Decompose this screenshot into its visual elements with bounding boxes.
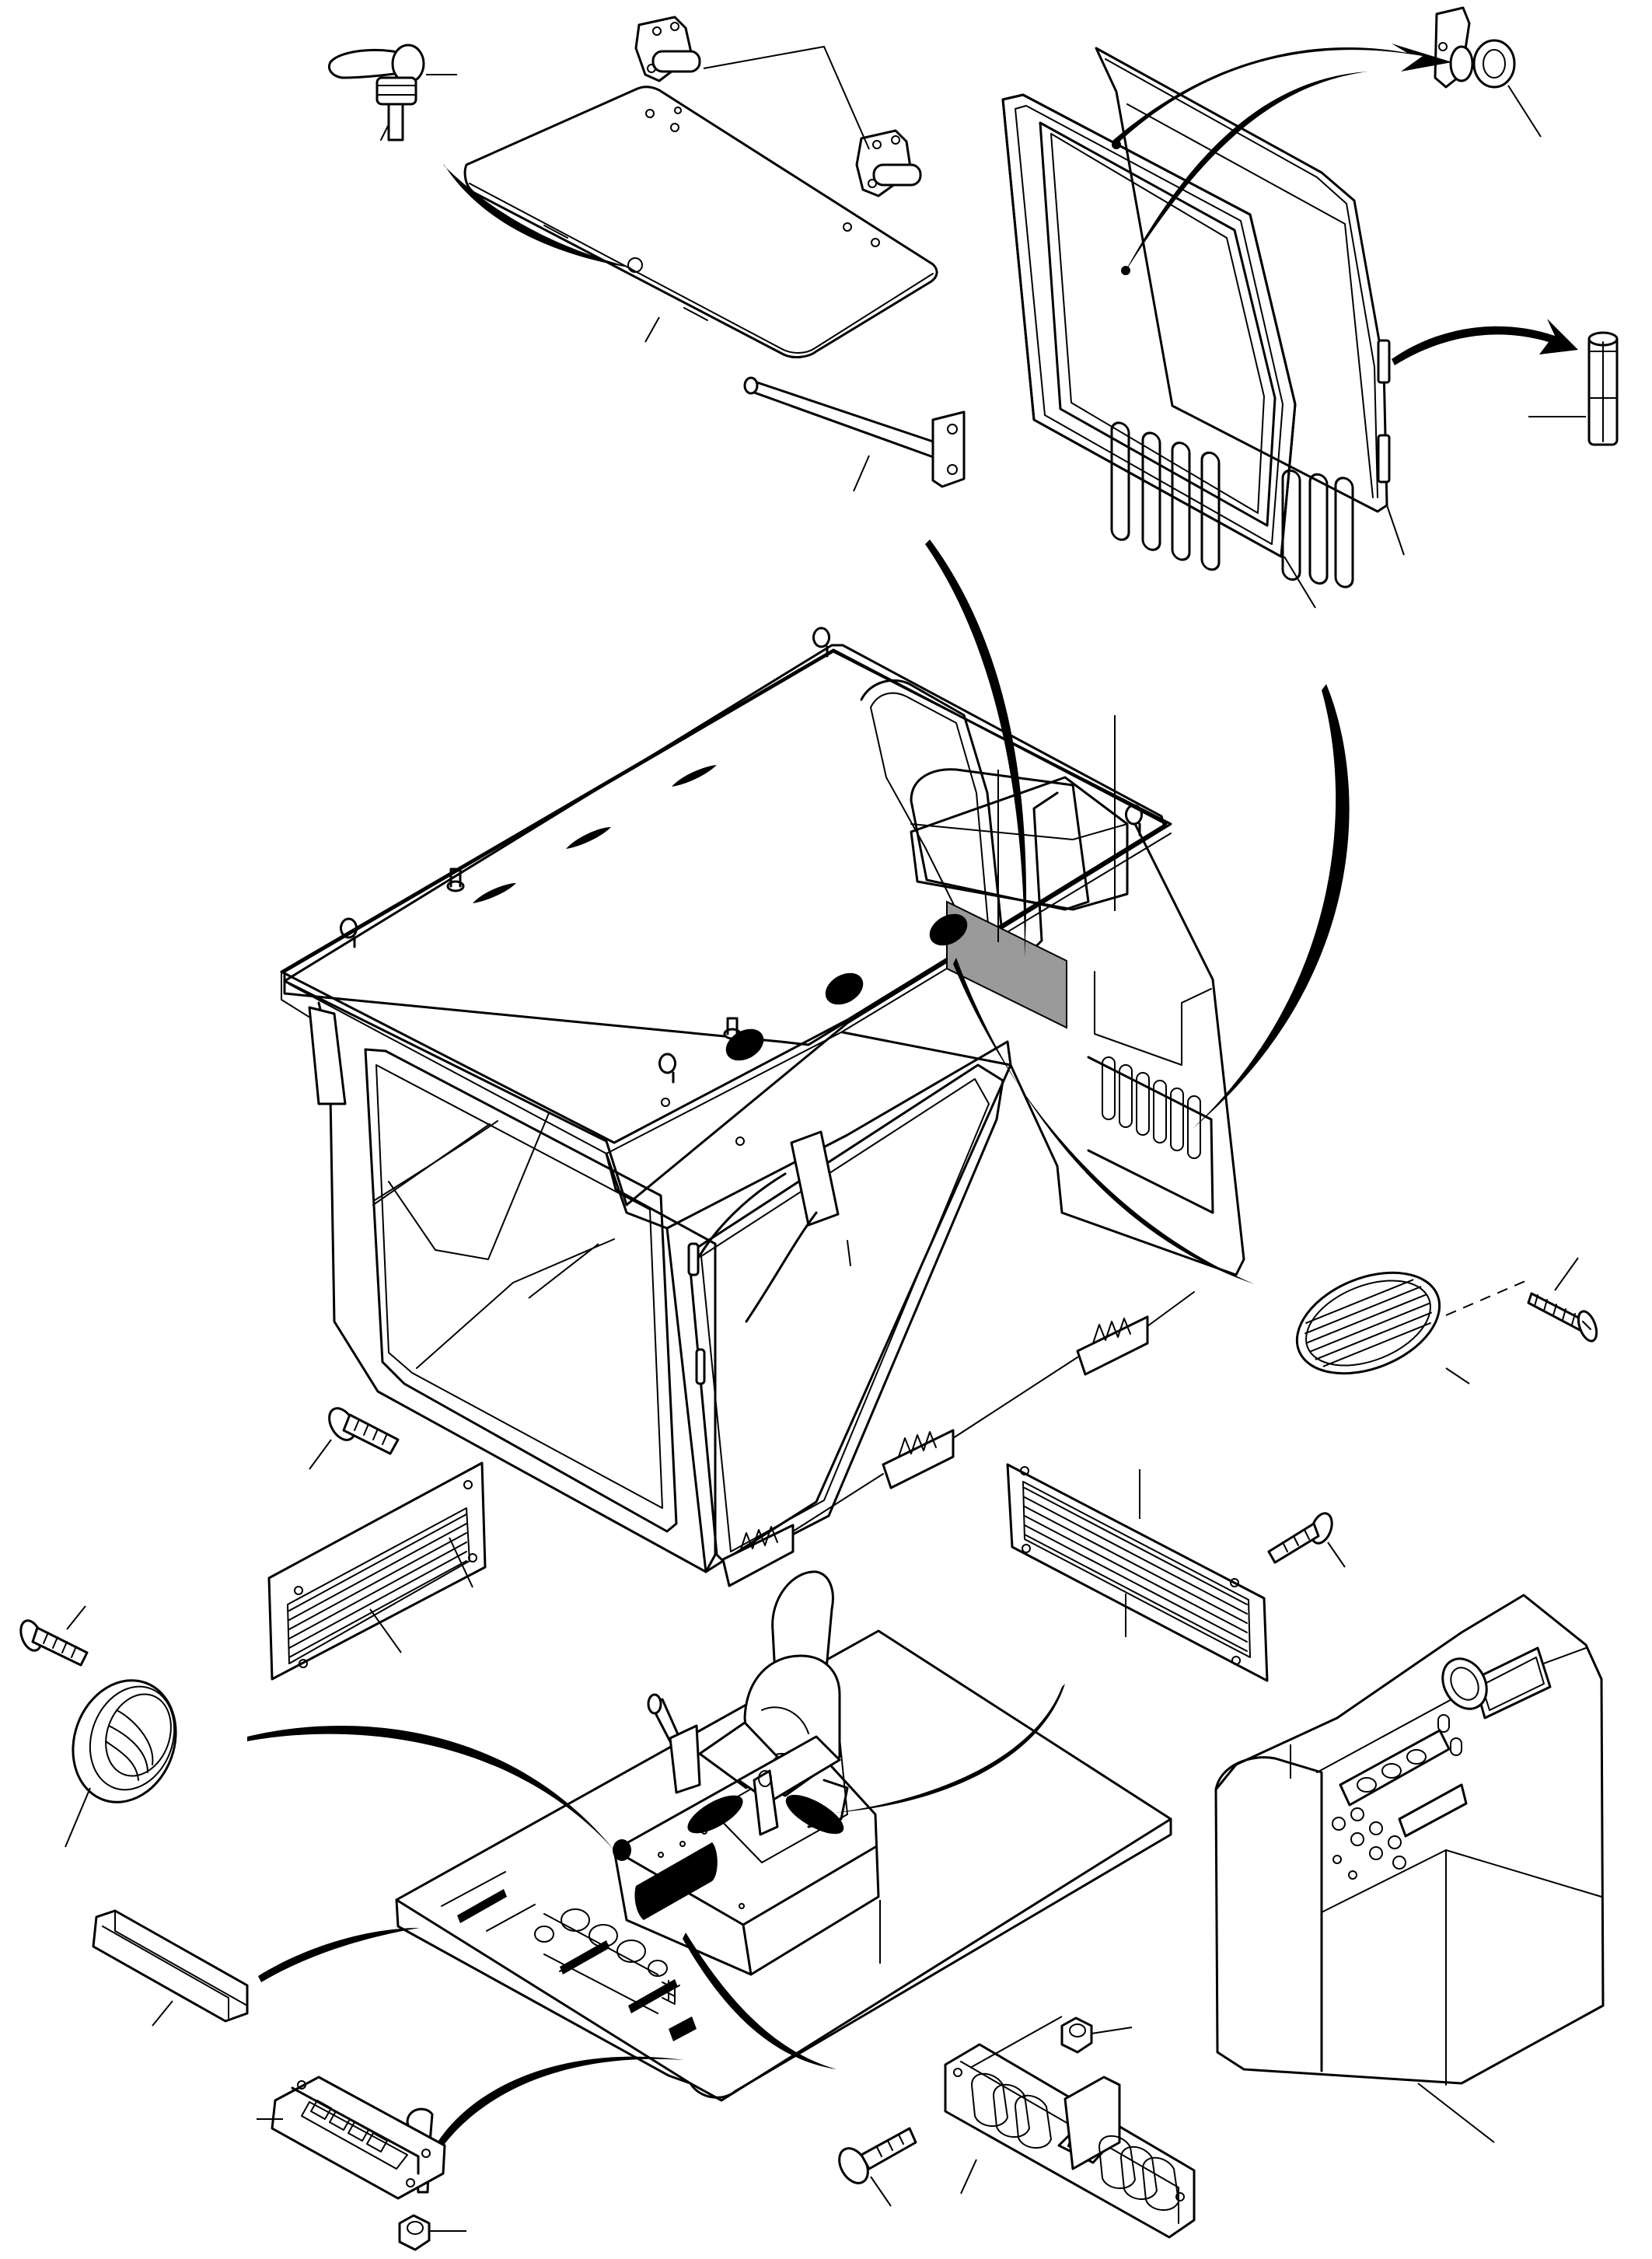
leader-line xyxy=(309,1439,332,1470)
leader-line xyxy=(1417,2083,1495,2143)
control-console xyxy=(1214,1594,1605,2143)
left-louver-panel xyxy=(267,1461,487,1681)
bolt xyxy=(1267,1512,1346,1568)
plate-switch-cluster-right xyxy=(1098,2135,1179,2212)
leader-line xyxy=(853,455,870,492)
rear-vent-slots xyxy=(1102,1056,1201,1159)
armrest-pad xyxy=(687,1795,743,1834)
side-mirror xyxy=(790,1130,840,1227)
leader-line xyxy=(66,1605,86,1630)
leader-line xyxy=(1554,1257,1579,1291)
seal-frame-slots xyxy=(1110,421,1221,571)
filter-panel xyxy=(946,900,1067,1029)
leader-line xyxy=(969,2016,1063,2069)
hinge-pin-arrow xyxy=(1392,319,1578,365)
leader-line xyxy=(644,316,660,343)
leader-line xyxy=(1386,505,1405,556)
leader-line xyxy=(369,1608,402,1653)
hinge-pin xyxy=(1528,331,1619,446)
leader-line xyxy=(1284,556,1316,609)
right-louver-panel xyxy=(1006,1463,1269,1682)
switch-to-floor-arrow xyxy=(435,2056,684,2150)
roof-latch xyxy=(328,44,457,141)
leader-line xyxy=(870,2176,892,2207)
oval-vent-grille xyxy=(1295,1271,1526,1384)
bolt xyxy=(838,2127,917,2207)
console-label-panel xyxy=(1398,1783,1468,1838)
nuts xyxy=(398,2016,1133,2251)
switch-panel xyxy=(257,2076,446,2200)
nut xyxy=(398,2214,466,2251)
grille-screw xyxy=(1527,1257,1598,1342)
door-vent-slots xyxy=(1281,469,1354,588)
roof-hatch-panel xyxy=(463,86,938,358)
cab-shell xyxy=(280,627,1245,1587)
grab-handle xyxy=(825,972,864,1005)
nut xyxy=(1060,2016,1133,2054)
armrest-pad xyxy=(785,1794,844,1835)
roof-hinges xyxy=(634,16,922,197)
leader-line xyxy=(65,1787,91,1848)
plate-switch-cluster-left xyxy=(971,2072,1052,2149)
trim-strip xyxy=(92,1909,249,2027)
rocker-switches xyxy=(310,2100,388,2153)
operator-seat xyxy=(647,1570,849,1836)
bolt xyxy=(19,1605,89,1667)
leader-line xyxy=(960,2159,977,2194)
grab-handle xyxy=(725,1028,764,1061)
door-latch-arrow xyxy=(1112,44,1452,145)
mount-bracket xyxy=(721,1524,795,1587)
leader-line xyxy=(1507,85,1542,138)
console-to-seat-arrow xyxy=(835,1684,1065,1813)
console-switch-row xyxy=(1339,1729,1451,1807)
leader-line xyxy=(1445,1367,1470,1384)
bolt xyxy=(309,1407,400,1470)
grab-handle xyxy=(929,913,968,946)
door-latch xyxy=(1434,6,1542,138)
round-air-vent xyxy=(65,1679,177,1848)
vent-to-floor-arrow xyxy=(247,1725,614,1850)
leader-line xyxy=(1327,1541,1346,1568)
seal-frame-arrow xyxy=(925,539,1027,958)
dashed-alignment-line xyxy=(1445,1280,1526,1316)
leader-line xyxy=(449,1537,473,1588)
leader-line xyxy=(1091,2027,1133,2034)
rocker-switch-plate xyxy=(944,2016,1196,2239)
seal-to-cab-arrow xyxy=(953,958,1255,1284)
trim-to-floor-arrow xyxy=(258,1928,420,1982)
console-knobs xyxy=(1332,1807,1406,1880)
hatch-stay-arm xyxy=(743,376,966,492)
seat-base-slot xyxy=(634,1842,718,1920)
door-seal-frame xyxy=(1001,93,1405,609)
leader-line xyxy=(152,2000,173,2027)
leader-line xyxy=(528,1243,599,1299)
floor-switch-bank xyxy=(534,1908,676,2014)
door-panel-arrow xyxy=(1193,684,1350,1129)
